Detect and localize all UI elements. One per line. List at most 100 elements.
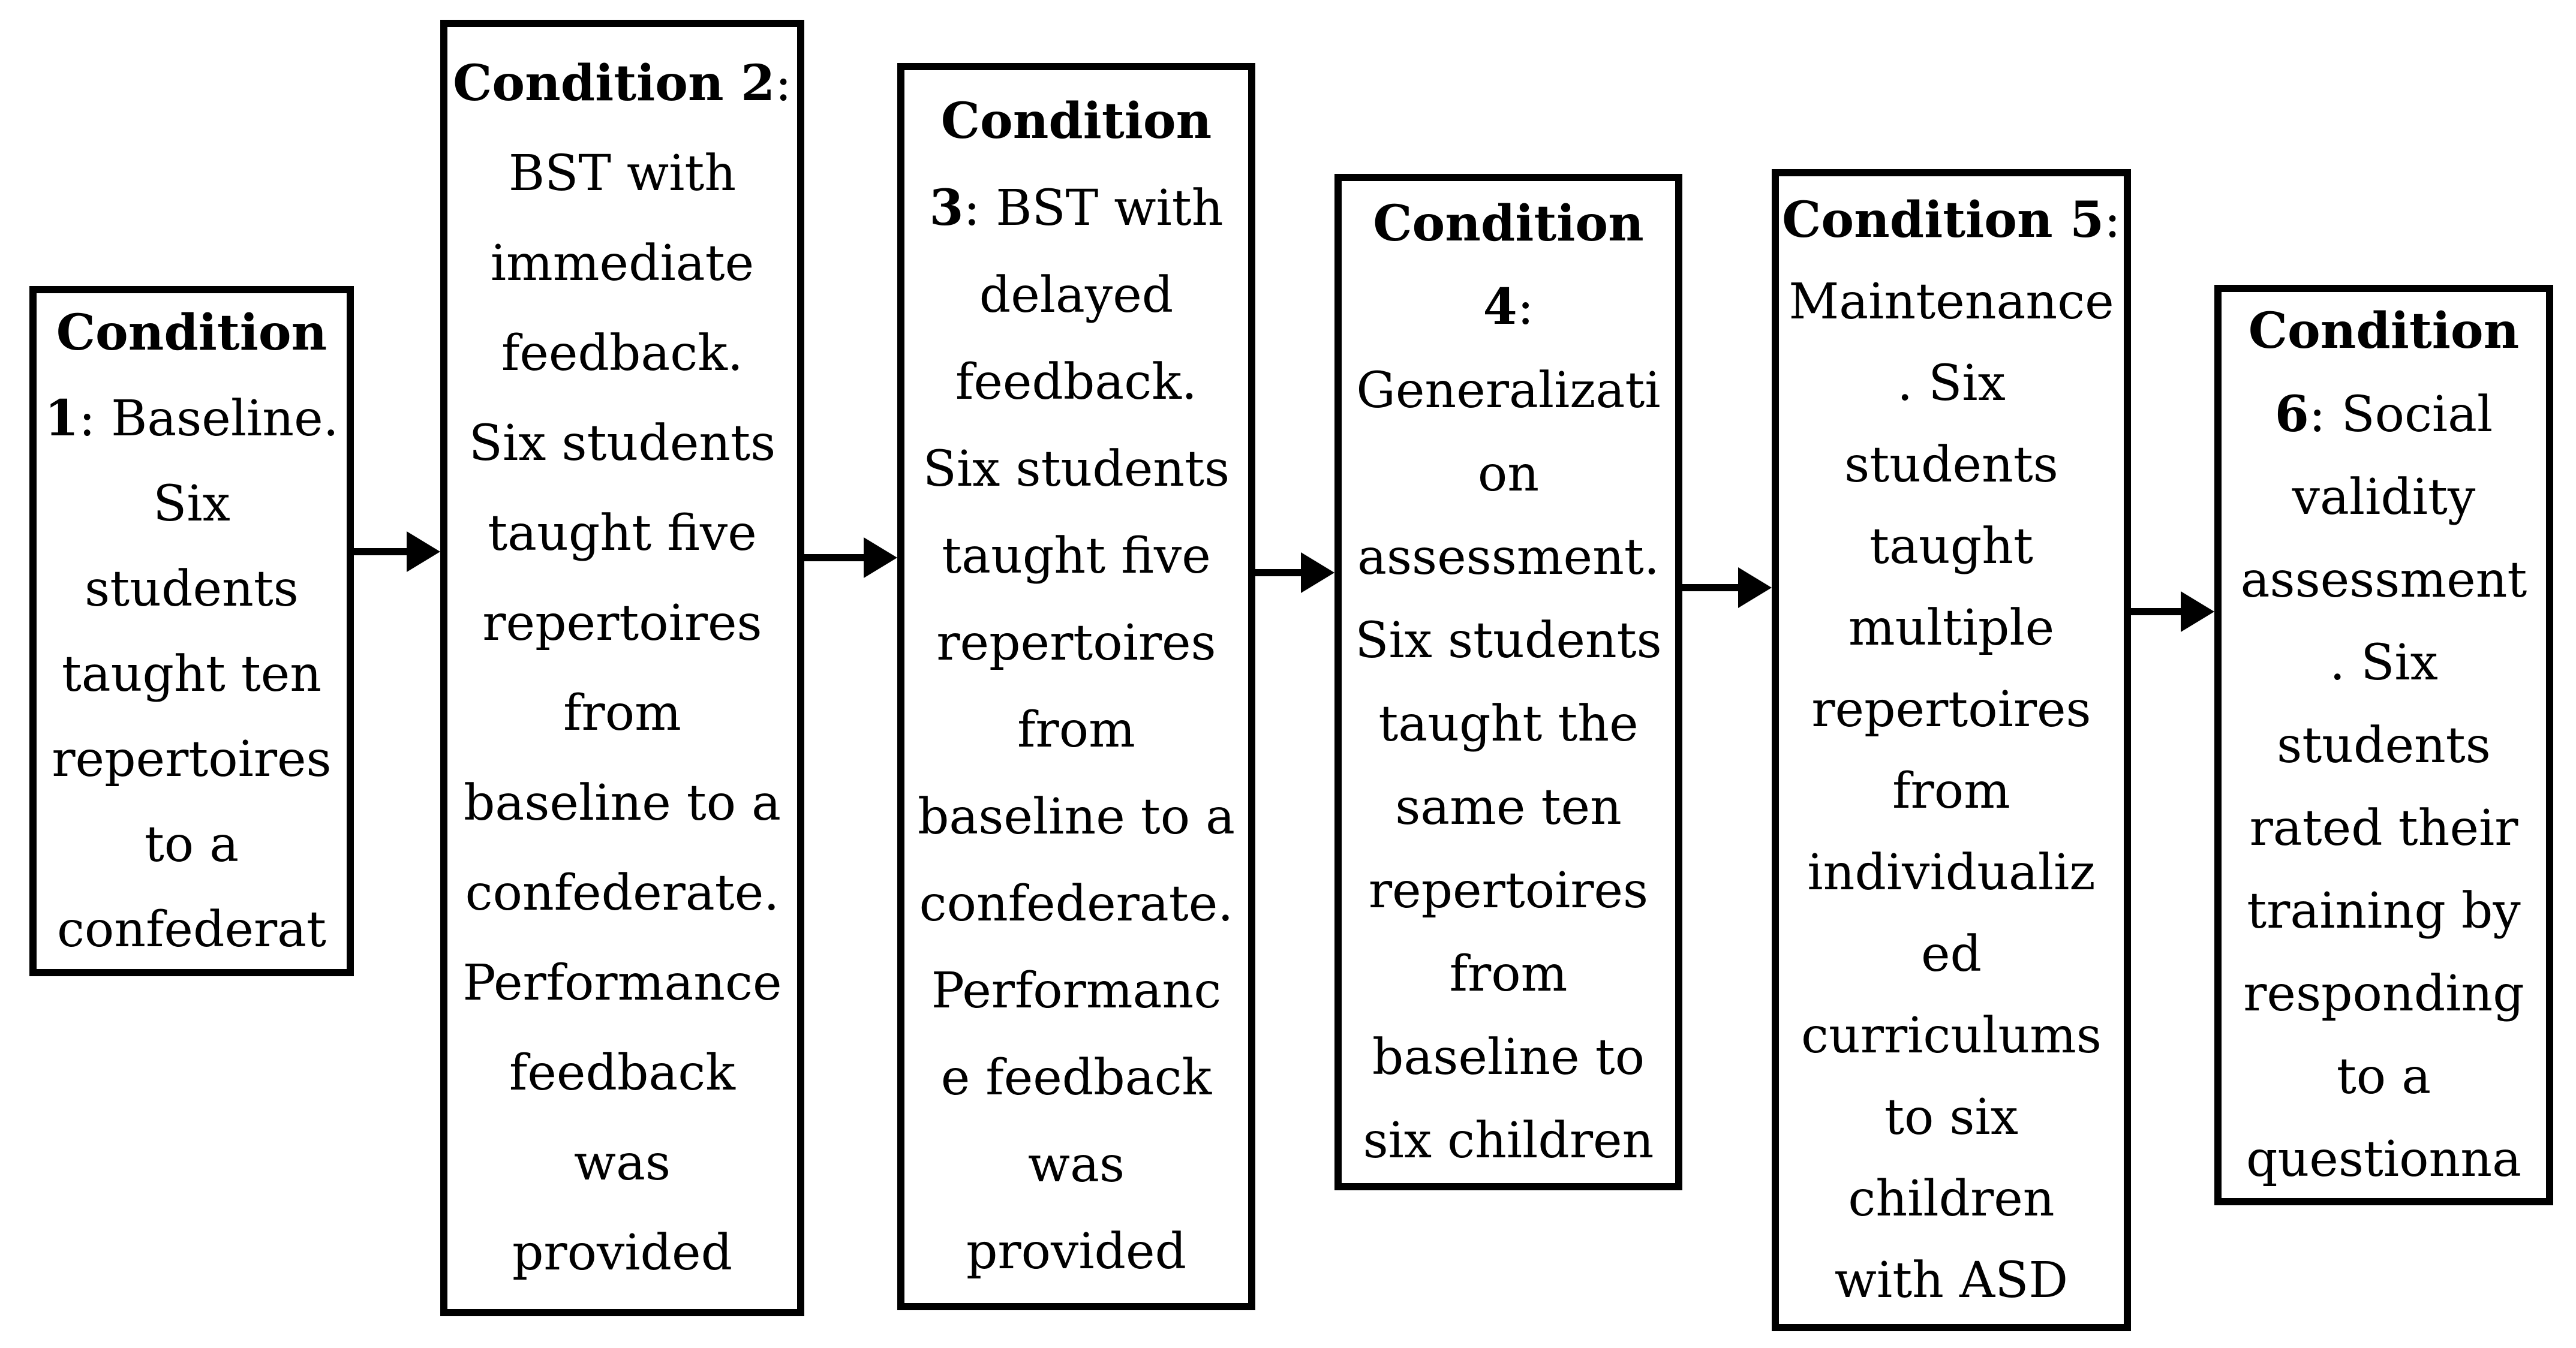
text-segment: : [775,55,792,112]
text-segment: confederate. [465,864,780,922]
text-line: to a [44,802,338,887]
text-line: baseline to a [453,759,792,848]
text-segment-bold: 6 [2274,385,2309,443]
text-line: from [453,669,792,759]
text-line: feedback. [918,339,1235,426]
text-segment: to six [1884,1088,2018,1146]
text-segment: Six students [1355,612,1662,669]
text-segment: : BST with [963,180,1224,237]
text-line: ed [1782,914,2121,995]
text-segment: students [1844,436,2058,494]
text-line: repertoires [453,579,792,669]
arrow-2-icon [804,536,897,579]
text-line: Condition [2241,290,2527,373]
text-line: baseline to a [918,774,1235,860]
text-line: validity [2241,456,2527,539]
text-line: Performance [453,938,792,1028]
text-segment: taught [1869,517,2033,575]
text-line: Six students [453,399,792,489]
text-segment: was [573,1134,671,1191]
text-segment: repertoires [482,594,762,652]
text-line: 6: Social [2241,373,2527,456]
text-segment: rated their [2249,799,2518,857]
arrow-head-icon [407,531,440,572]
text-line: six children [1355,1099,1661,1182]
text-segment: confederat [56,901,327,958]
text-line: e feedback [918,1034,1235,1121]
text-segment: from [563,684,681,742]
text-segment: provided [512,1224,733,1281]
text-line: confederate. [918,860,1235,947]
text-line: taught five [918,513,1235,600]
arrow-shaft [2131,608,2186,615]
text-line: assessment. [1355,516,1661,599]
text-line: was [453,1118,792,1208]
text-line: confederat [44,887,338,973]
text-segment-bold: Condition 2 [453,54,775,112]
text-line: assessment [2241,539,2527,622]
text-segment-bold: 1 [44,389,79,447]
arrow-4-icon [1682,566,1772,609]
text-line: from [1782,751,2121,832]
text-line: confederate. [453,848,792,938]
text-line: Condition [918,78,1235,165]
text-line: to six [1782,1077,2121,1159]
text-segment: individualiz [1807,844,2096,901]
text-segment: was [1027,1136,1125,1193]
text-segment: ed [1920,925,1982,983]
text-segment: repertoires [52,730,332,788]
text-segment: Performanc [931,962,1222,1019]
text-segment: with ASD [1834,1251,2069,1309]
text-segment-bold: 3 [929,179,964,237]
text-segment: Maintenance [1789,273,2114,330]
text-line: Condition [1355,182,1661,266]
arrow-head-icon [2181,591,2214,632]
text-segment: . Six [1897,354,2006,412]
text-segment: from [1892,762,2010,820]
arrow-head-icon [1301,552,1334,593]
text-line: multiple [1782,588,2121,669]
text-line: Maintenance [1782,261,2121,343]
text-segment: Six students [468,414,776,472]
text-line: children [1782,1159,2121,1240]
text-segment: . Six [2329,634,2438,691]
text-line: Six students [1355,599,1661,682]
text-line: students [2241,705,2527,787]
text-segment-bold: Condition [2248,302,2520,360]
arrow-shaft [1255,569,1306,576]
text-segment: six children [1363,1112,1654,1169]
text-segment: children [1848,1170,2055,1227]
text-line: BST with [453,129,792,219]
arrow-shaft [354,548,411,555]
text-segment: taught five [488,504,757,562]
text-line: Six students [918,426,1235,513]
text-segment: baseline to [1372,1028,1645,1086]
text-segment: curriculums [1801,1007,2102,1064]
text-segment: students [85,560,299,618]
text-line: repertoires [1782,669,2121,751]
text-segment: training by [2247,882,2521,940]
text-segment: Performance [462,954,782,1012]
text-segment: on [1477,445,1540,503]
text-line: taught [1782,506,2121,588]
text-line: repertoires [918,600,1235,687]
text-line: to a [2241,1036,2527,1118]
text-segment: confederate. [919,875,1234,932]
text-segment: taught ten [61,645,322,703]
text-line: baseline to [1355,1016,1661,1099]
text-line: was [918,1121,1235,1208]
text-line: provided [453,1208,792,1298]
arrow-1-icon [354,530,440,573]
text-segment-bold: Condition [56,303,327,362]
text-segment: assessment. [1357,528,1660,586]
text-line: Generalizati [1355,349,1661,432]
text-line: students [1782,425,2121,506]
text-segment: to a [2336,1048,2431,1105]
text-segment: feedback [509,1044,735,1102]
